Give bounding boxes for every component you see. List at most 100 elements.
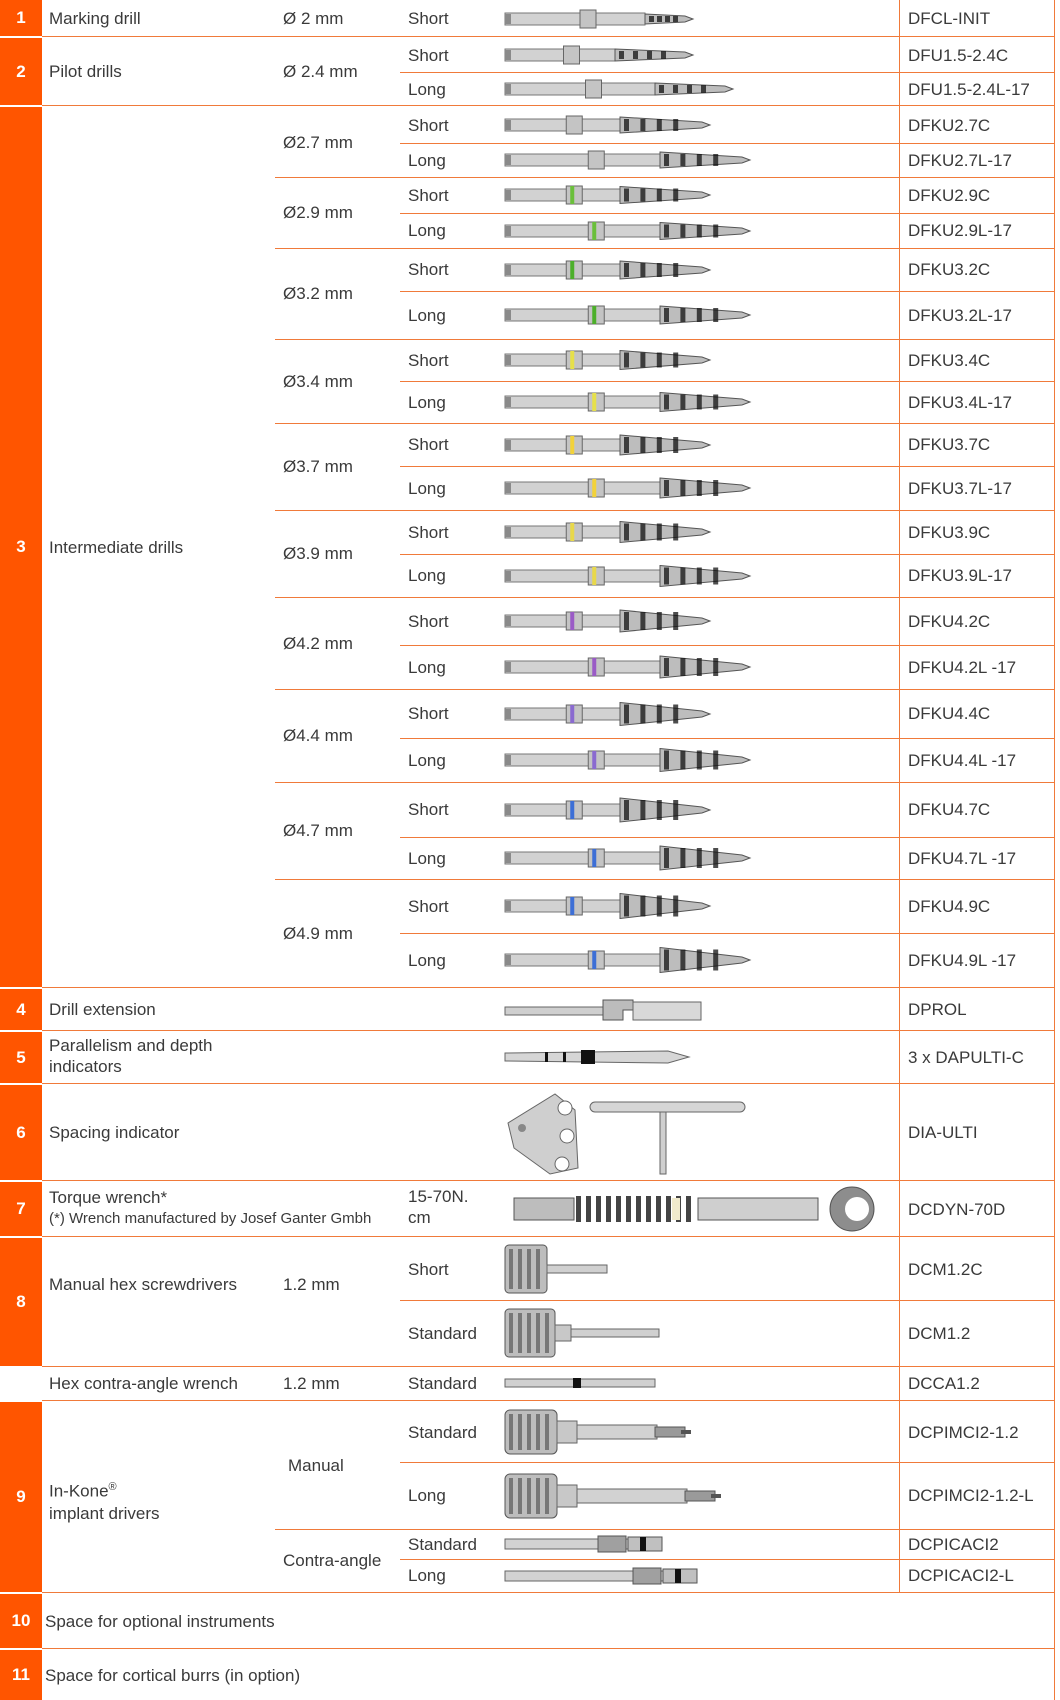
intermediate-drill-code-short: DFKU2.7C — [908, 115, 991, 135]
spacing-indicator-name: Spacing indicator — [49, 1123, 180, 1142]
section-number: 1 — [0, 0, 42, 36]
intermediate-drill-code-long: DFKU2.7L-17 — [908, 150, 1012, 170]
pilot-short-length: Short — [408, 45, 449, 65]
section-number-separator — [0, 1648, 42, 1650]
section-number-separator — [0, 1030, 42, 1032]
section-number: 5 — [0, 1032, 42, 1083]
row-divider — [400, 837, 1054, 838]
intermediate-drill-length-long: Long — [408, 657, 446, 677]
intermediate-drill-length-short: Short — [408, 350, 449, 370]
pilot-drill-short-icon — [504, 45, 695, 65]
intermediate-drill-short-icon — [504, 349, 712, 371]
row-divider — [400, 381, 1054, 382]
section-number-separator — [0, 1180, 42, 1182]
implant-driver-ca-long-length: Long — [408, 1566, 446, 1585]
section-number: 10 — [0, 1594, 42, 1648]
intermediate-drill-size: Ø3.9 mm — [283, 544, 353, 563]
parallelism-indicators-name: Parallelism and depth indicators — [49, 1036, 213, 1076]
row-divider — [400, 1462, 1054, 1463]
intermediate-drill-size: Ø3.4 mm — [283, 371, 353, 391]
intermediate-drill-code-short: DFKU3.9C — [908, 522, 991, 542]
implant-drivers-manual: Manual — [288, 1456, 344, 1475]
intermediate-drill-code-short: DFKU3.7C — [908, 435, 991, 454]
intermediate-drill-length-long: Long — [408, 478, 446, 498]
torque-wrench-size: 15-70N. cm — [408, 1187, 469, 1227]
section-number-separator — [0, 36, 42, 38]
row-divider — [275, 339, 1054, 340]
intermediate-drill-length-long: Long — [408, 848, 446, 868]
row-divider — [400, 143, 1054, 144]
row-divider — [400, 72, 1054, 73]
section-number: 11 — [0, 1650, 42, 1700]
intermediate-drill-size: Ø4.4 mm — [283, 726, 353, 745]
intermediate-drill-code-long: DFKU4.2L -17 — [908, 657, 1017, 677]
intermediate-drill-short-icon — [504, 115, 712, 135]
intermediate-drills-name: Intermediate drills — [49, 537, 184, 557]
section-number: 6 — [0, 1085, 42, 1180]
implant-driver-contra-angle-standard-icon — [504, 1535, 663, 1553]
intermediate-drill-length-short: Short — [408, 522, 449, 542]
implant-drivers-name-rest: implant drivers — [49, 1503, 160, 1523]
implant-driver-ca-standard-code: DCPICACI2 — [908, 1534, 999, 1554]
intermediate-drill-length-short: Short — [408, 115, 449, 135]
intermediate-drill-code-long: DFKU3.2L-17 — [908, 305, 1012, 325]
intermediate-drill-length-short: Short — [408, 611, 449, 631]
intermediate-drill-size: Ø3.2 mm — [283, 284, 353, 303]
torque-wrench-note: (*) Wrench manufactured by Josef Ganter … — [49, 1209, 372, 1227]
intermediate-drill-code-long: DFKU4.9L -17 — [908, 950, 1017, 970]
row-divider — [275, 510, 1054, 511]
intermediate-drill-long-icon — [504, 221, 752, 240]
intermediate-drill-length-short: Short — [408, 260, 449, 279]
intermediate-drill-length-long: Long — [408, 950, 446, 970]
intermediate-drill-long-icon — [504, 747, 752, 773]
implant-drivers-name-brand: In-Kone — [49, 1481, 109, 1501]
intermediate-drill-length-long: Long — [408, 221, 446, 240]
implant-drivers-contra-angle: Contra-angle — [283, 1551, 382, 1570]
intermediate-drill-short-icon — [504, 185, 712, 205]
row-divider — [42, 105, 1054, 106]
cortical-burrs-space: Space for cortical burrs (in option) — [45, 1665, 301, 1685]
intermediate-drill-length-short: Short — [408, 435, 449, 454]
marking-drill-name: Marking drill — [49, 8, 141, 28]
intermediate-drill-code-long: DFKU4.7L -17 — [908, 848, 1017, 868]
spacing-indicator-code: DIA-ULTI — [908, 1123, 978, 1142]
hex-contra-angle-length: Standard — [408, 1373, 477, 1393]
intermediate-drill-code-long: DFKU3.7L-17 — [908, 478, 1012, 498]
drill-extension-icon — [504, 999, 702, 1021]
intermediate-drill-length-long: Long — [408, 750, 446, 770]
intermediate-drill-short-icon — [504, 609, 712, 633]
hex-screwdriver-short-length: Short — [408, 1259, 449, 1279]
hex-screwdriver-short-code: DCM1.2C — [908, 1259, 983, 1279]
intermediate-drill-size: Ø4.7 mm — [283, 821, 353, 840]
row-divider — [42, 1648, 1054, 1649]
parallelism-indicators-code: 3 x DAPULTI-C — [908, 1048, 1024, 1067]
pilot-short-code: DFU1.5-2.4C — [908, 45, 1009, 65]
torque-wrench-icon — [513, 1186, 875, 1232]
section-number-separator — [0, 1083, 42, 1085]
hex-contra-angle-wrench-icon — [504, 1378, 656, 1388]
intermediate-drill-code-short: DFKU2.9C — [908, 185, 991, 205]
row-divider — [42, 1366, 1054, 1367]
intermediate-drill-length-long: Long — [408, 150, 446, 170]
pilot-long-length: Long — [408, 79, 446, 99]
registered-mark: ® — [108, 1481, 117, 1493]
hex-contra-angle-code: DCCA1.2 — [908, 1373, 980, 1393]
intermediate-drill-short-icon — [504, 796, 712, 823]
implant-driver-ca-standard-length: Standard — [408, 1534, 477, 1554]
intermediate-drill-short-icon — [504, 259, 712, 280]
row-divider — [400, 213, 1054, 214]
intermediate-drill-code-short: DFKU4.9C — [908, 896, 991, 916]
pilot-long-code: DFU1.5-2.4L-17 — [908, 79, 1030, 99]
row-divider — [42, 1180, 1054, 1181]
spacing-indicator-icon — [507, 1093, 746, 1175]
intermediate-drill-size: Ø4.9 mm — [283, 923, 353, 943]
implant-driver-manual-standard-length: Standard — [408, 1422, 477, 1442]
marking-drill-icon — [504, 9, 695, 29]
intermediate-drill-length-long: Long — [408, 305, 446, 325]
parallelism-indicator-icon — [504, 1050, 691, 1064]
marking-drill-code: DFCL-INIT — [908, 8, 991, 28]
intermediate-drill-length-short: Short — [408, 704, 449, 723]
optional-instruments-space: Space for optional instruments — [45, 1611, 275, 1631]
intermediate-drill-length-short: Short — [408, 185, 449, 205]
